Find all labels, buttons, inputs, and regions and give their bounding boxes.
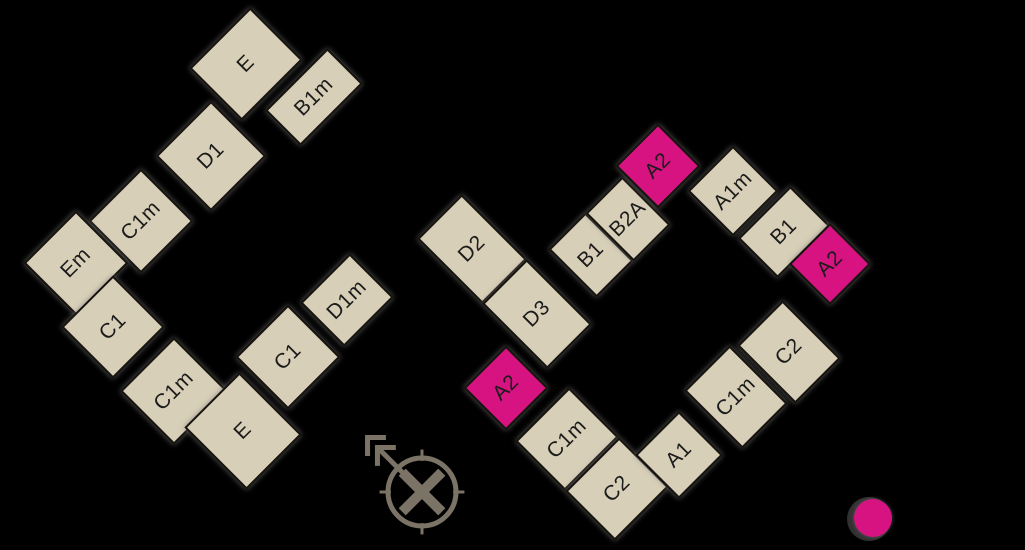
unit-A2[interactable]	[463, 345, 549, 431]
unit-D1[interactable]	[155, 100, 267, 212]
location-marker-dot	[854, 499, 892, 537]
compass-north-icon	[365, 435, 465, 535]
